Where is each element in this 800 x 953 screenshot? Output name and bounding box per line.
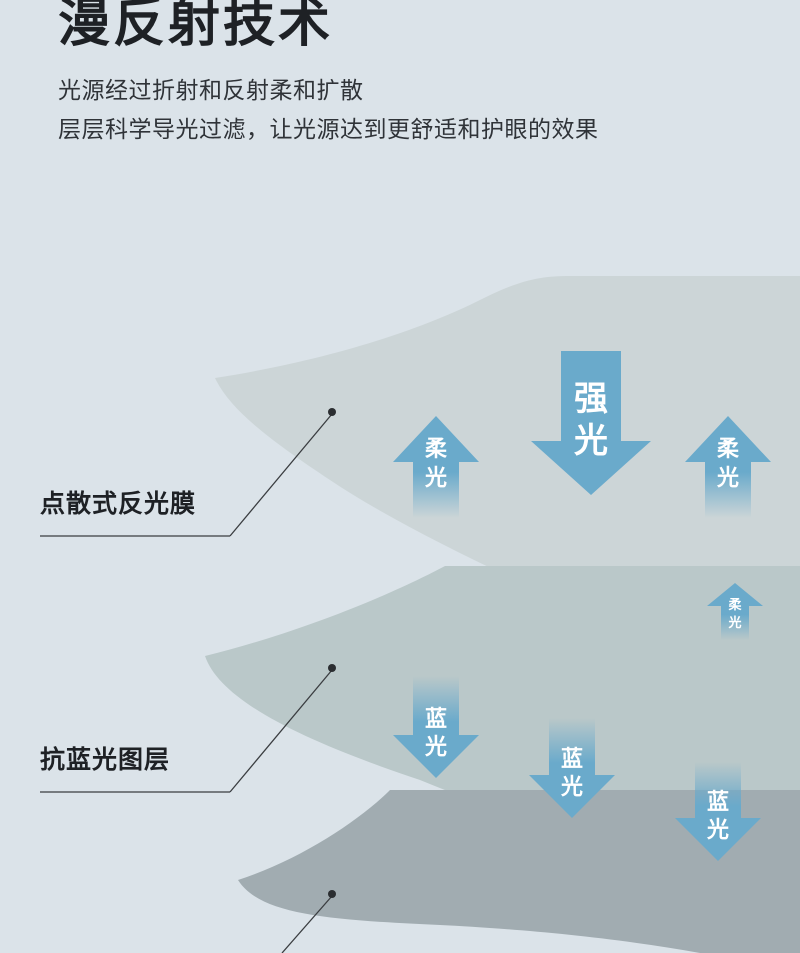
strong-light-arrow: 强 光 xyxy=(531,351,651,495)
page-title: 漫反射技术 xyxy=(58,0,334,54)
strong-light-char-2: 光 xyxy=(574,421,608,461)
leader-film xyxy=(40,408,336,537)
label-anti-blue-coating: 抗蓝光图层 xyxy=(40,745,171,774)
blue-light-char-2: 光 xyxy=(424,735,447,760)
blue-light-arrow: 蓝 光 xyxy=(529,718,615,818)
blue-light-arrow: 蓝 光 xyxy=(675,762,761,861)
soft-light-arrow-small: 柔 光 xyxy=(707,583,763,640)
blue-light-arrow: 蓝 光 xyxy=(393,676,479,778)
blue-light-char-1: 蓝 xyxy=(707,790,729,815)
blue-light-char-2: 光 xyxy=(706,818,729,843)
blue-light-char-1: 蓝 xyxy=(561,747,583,772)
layer-base xyxy=(238,790,800,953)
soft-light-char-1: 柔 xyxy=(425,437,448,462)
subtitle-line-2: 层层科学导光过滤，让光源达到更舒适和护眼的效果 xyxy=(58,117,599,143)
soft-light-arrow: 柔 光 xyxy=(393,416,479,518)
leader-anti-blue xyxy=(40,664,336,793)
soft-light-char-2: 光 xyxy=(727,615,741,631)
strong-light-char-1: 强 xyxy=(574,379,608,419)
soft-light-arrow: 柔 光 xyxy=(685,416,771,518)
subtitle-line-1: 光源经过折射和反射柔和扩散 xyxy=(58,78,364,104)
blue-light-char-1: 蓝 xyxy=(425,707,447,732)
soft-light-char-1: 柔 xyxy=(717,437,740,462)
soft-light-char-2: 光 xyxy=(424,466,447,491)
soft-light-char-2: 光 xyxy=(716,466,739,491)
blue-light-char-2: 光 xyxy=(560,775,583,800)
leader-base xyxy=(281,890,336,953)
label-reflective-film: 点散式反光膜 xyxy=(40,489,197,518)
soft-light-char-1: 柔 xyxy=(727,598,742,613)
